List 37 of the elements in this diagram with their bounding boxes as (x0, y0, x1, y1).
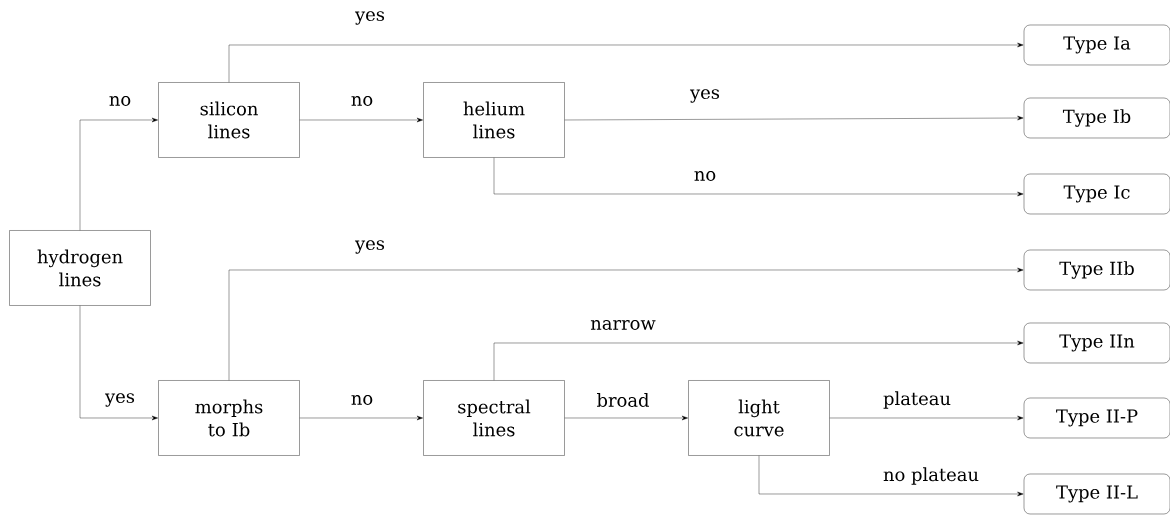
edge-label: yes (105, 393, 135, 407)
decision-box: spectral lines (423, 380, 565, 456)
result-box: Type II-P (1023, 397, 1170, 439)
edge-label: yes (355, 240, 385, 254)
edge-label: narrow (590, 320, 656, 330)
edge-label: no (351, 96, 373, 106)
edge-label: broad (597, 393, 649, 407)
result-box: Type Ia (1023, 24, 1170, 66)
edge-label: no plateau (883, 467, 979, 485)
edge-label: yes (690, 89, 720, 103)
decision-box: silicon lines (158, 82, 300, 158)
edge-label: no (351, 395, 373, 405)
arrow (299, 117, 423, 123)
arrow (758, 455, 1024, 497)
decision-box: helium lines (423, 82, 565, 158)
arrow (79, 117, 158, 231)
result-box: Type IIn (1023, 322, 1170, 364)
edge-label: no (109, 96, 131, 106)
decision-box: morphs to Ib (158, 380, 300, 456)
decision-box: hydrogen lines (9, 230, 151, 306)
arrow (829, 415, 1024, 421)
result-box: Type Ic (1023, 173, 1170, 215)
result-box: Type II-L (1023, 473, 1170, 515)
decision-box: light curve (688, 380, 830, 456)
edge-label: no (694, 171, 716, 181)
edge-label: plateau (883, 391, 951, 409)
edge-label: yes (355, 11, 385, 25)
result-box: Type Ib (1023, 97, 1170, 139)
arrow (564, 115, 1024, 121)
arrow (493, 157, 1024, 197)
arrow (299, 415, 423, 421)
arrow (228, 42, 1024, 83)
arrow (564, 415, 688, 421)
result-box: Type IIb (1023, 249, 1170, 291)
arrow (79, 305, 158, 421)
arrow (228, 267, 1024, 381)
arrow (493, 340, 1024, 381)
